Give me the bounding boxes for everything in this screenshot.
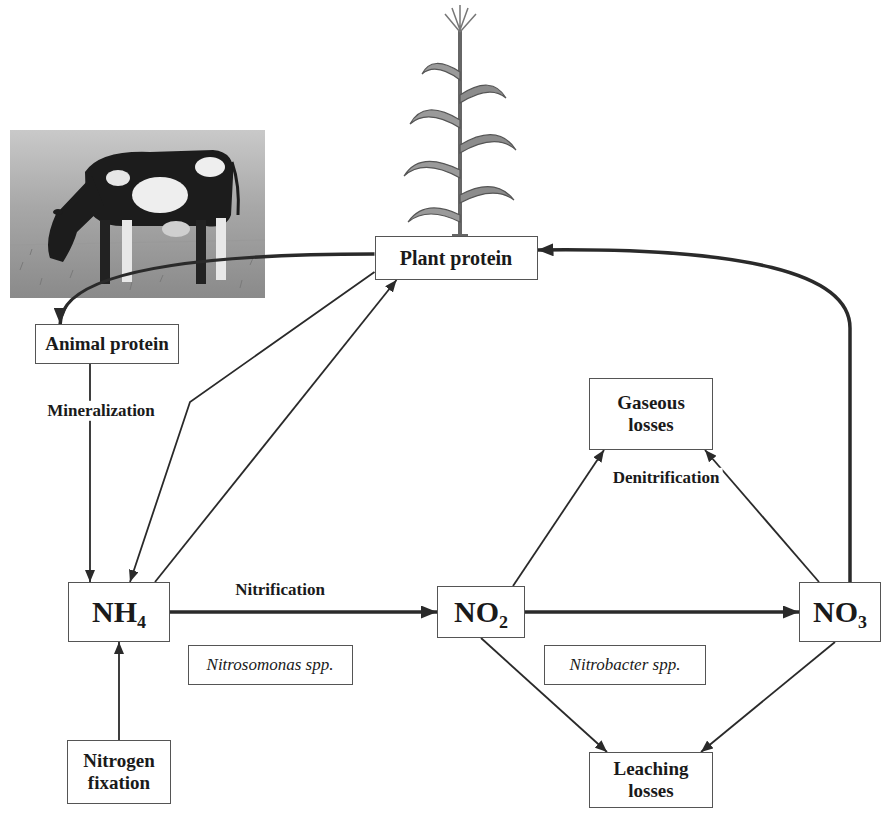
process-box: Animal protein [35,324,179,364]
connector [701,642,835,752]
process-label: Denitrification [610,468,723,488]
node-text: NH₄ [92,595,146,630]
node-text: Animal protein [45,333,169,355]
organism-box: Nitrobacter spp. [544,645,706,685]
compound-box: NH₄ [68,582,170,642]
node-text: Nitrobacter spp. [570,655,681,675]
connector [130,272,375,582]
loss-box: Gaseous losses [589,378,713,450]
connector [155,280,397,582]
compound-box: NO₂ [437,586,525,638]
process-label: Mineralization [44,401,158,421]
connector [538,250,851,582]
process-label: Nitrification [232,580,328,600]
node-text: Plant protein [400,247,512,270]
connector [513,450,604,586]
compound-box: NO₃ [799,582,881,642]
node-text: Leaching losses [598,758,704,802]
node-text: NO₃ [813,595,867,630]
loss-box: Leaching losses [589,752,713,808]
connector [525,610,799,614]
node-text: Nitrogen fixation [76,750,162,794]
connector [118,642,120,740]
organism-box: Nitrosomonas spp. [188,645,353,685]
connector [170,610,437,614]
connector [89,364,91,582]
node-text: NO₂ [454,595,508,630]
source-box: Nitrogen fixation [67,740,171,804]
connector [60,254,374,324]
node-text: Gaseous losses [598,392,704,436]
node-text: Nitrosomonas spp. [207,655,334,675]
corn-plant [404,5,516,235]
process-box: Plant protein [375,236,538,280]
